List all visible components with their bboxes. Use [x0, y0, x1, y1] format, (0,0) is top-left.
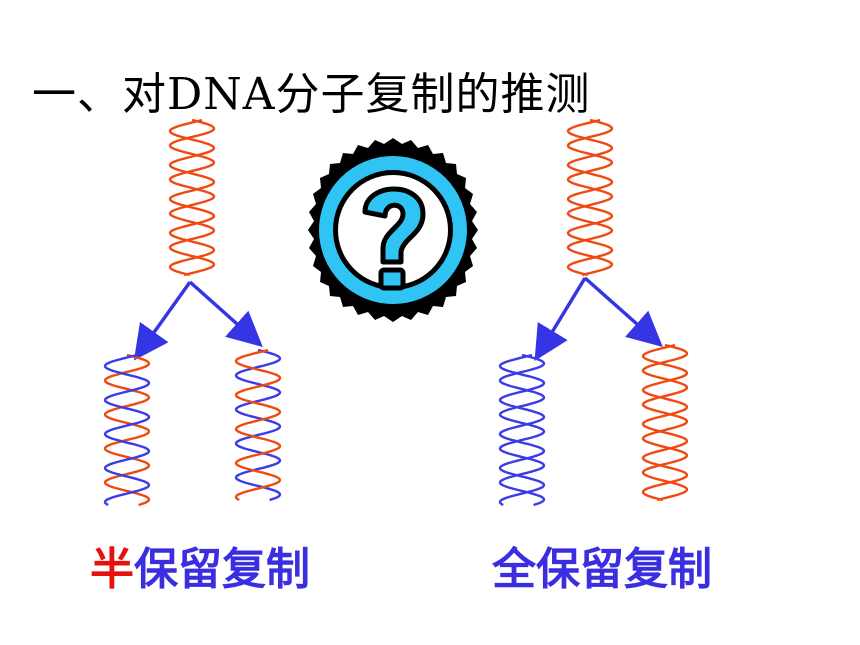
arrow-semi-left: [133, 280, 192, 361]
arrow-full-right: [583, 276, 663, 347]
semi-label-rest: 保留复制: [134, 544, 310, 595]
arrow-semi-right: [188, 280, 263, 347]
semi-conservative-label: 半保留复制: [90, 533, 310, 597]
daughter-helix-full-new: [498, 353, 546, 507]
daughter-helix-semi-b: [234, 348, 282, 502]
helix-strand-a: [103, 353, 151, 507]
helix-strand-b: [234, 348, 282, 502]
page-title: 一、对DNA分子复制的推测: [32, 69, 591, 120]
helix-strand-b: [566, 118, 614, 277]
question-mark-icon: [308, 138, 478, 322]
fully-conservative-label: 全保留复制: [492, 544, 712, 595]
arrow-full-left: [534, 277, 587, 361]
helix-strand-a: [566, 118, 614, 277]
helix-strand-b: [168, 118, 216, 277]
daughter-helix-full-old: [641, 343, 689, 502]
parent-helix-left: [168, 118, 216, 277]
helix-strand-b: [498, 353, 546, 507]
helix-strand-b: [103, 353, 151, 507]
helix-strand-b: [641, 343, 689, 502]
arrows-full: [534, 276, 663, 361]
parent-helix-right: [566, 118, 614, 277]
helix-strand-a: [498, 353, 546, 507]
helix-strand-a: [641, 343, 689, 502]
daughter-helix-semi-a: [103, 353, 151, 507]
semi-label-prefix: 半: [90, 544, 134, 595]
helix-strand-a: [234, 348, 282, 502]
arrows-semi: [133, 280, 263, 361]
helix-strand-a: [168, 118, 216, 277]
